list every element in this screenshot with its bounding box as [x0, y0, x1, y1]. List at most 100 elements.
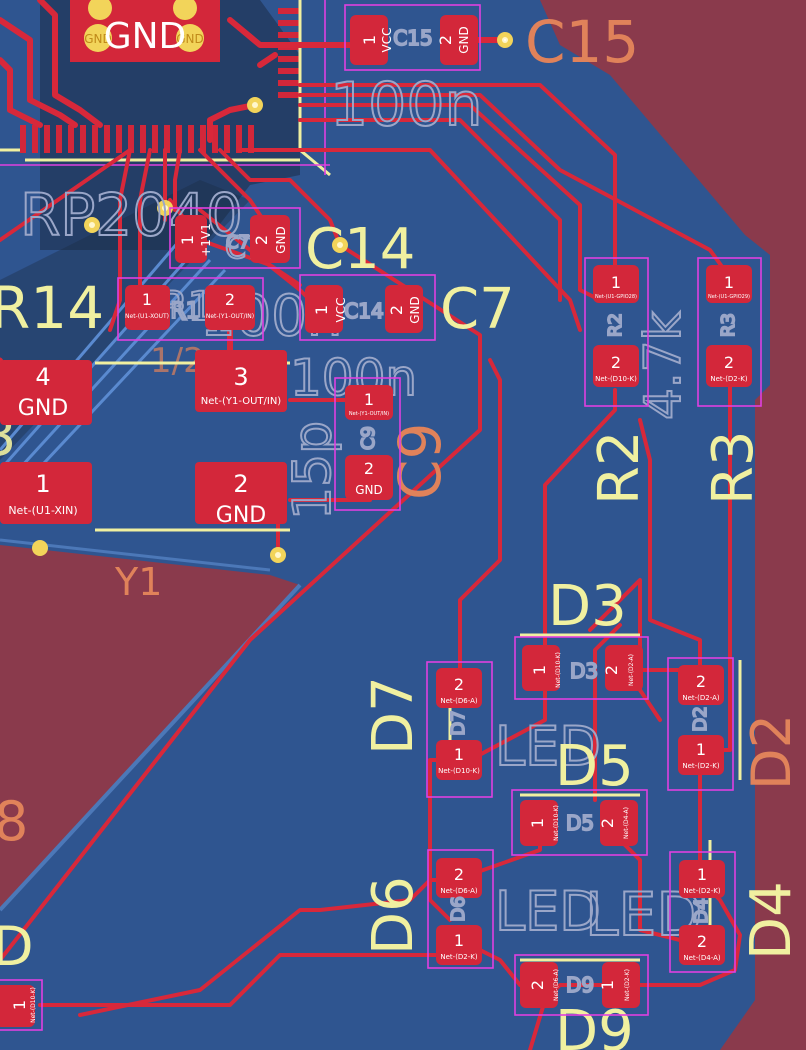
d3-ref-text: D3	[570, 659, 598, 683]
c15-pad2-net: GND	[457, 26, 471, 54]
d2-back-label: D2	[740, 714, 803, 790]
chip-silkscreen	[0, 0, 331, 177]
c9-ref-text: C9	[358, 426, 379, 450]
d5-pad2-num: 2	[598, 818, 617, 828]
r1-pad2-num: 2	[225, 290, 235, 309]
r3-label: R3	[701, 430, 766, 505]
d3-pad2-num: 2	[602, 665, 621, 675]
d3-pad1-num: 1	[530, 665, 549, 675]
gnd-big-pad: GND GND GND	[84, 0, 204, 57]
d6-pad2-net: Net-(D6-A)	[440, 887, 478, 895]
r3-footprint[interactable]: 1 Net-(U1-GPIO29) R3 2 Net-(D2-K)	[697, 257, 762, 407]
c14-pad1-net: +1V1	[199, 223, 213, 257]
c14-label: C14	[305, 217, 415, 282]
d5-pad1-net: Net-(D10-K)	[553, 805, 560, 841]
y1-pad4-net: GND	[18, 396, 68, 421]
r1-pad1-num: 1	[142, 290, 152, 309]
y1-back-label: Y1	[114, 560, 162, 604]
d7-label: D7	[361, 676, 426, 755]
c9-pad1-net: Net-(Y1-OUT/IN)	[349, 411, 389, 417]
r3-ref-text: R3	[718, 313, 739, 337]
chip-pins	[20, 8, 300, 153]
c9-back-label: C9	[386, 423, 454, 500]
d9-ref-text: D9	[566, 973, 594, 997]
d5-pad2-net: Net-(D4-A)	[623, 807, 630, 839]
d7-footprint[interactable]: 2 Net-(D6-A) D7 1 Net-(D10-K)	[426, 661, 493, 798]
c7-ref-text: C14	[344, 299, 383, 323]
d7-pad1-net: Net-(D10-K)	[438, 767, 480, 775]
d7-ref-text: D7	[448, 710, 469, 735]
d5-ref-text: D5	[566, 811, 594, 835]
d4-label: D4	[739, 881, 804, 960]
c15-pad1-num: 1	[360, 35, 379, 45]
d9-pad2-net: Net-(D6-A)	[553, 969, 560, 1001]
gnd-big-label: GND	[104, 16, 187, 57]
r3-pad2-net: Net-(D2-K)	[710, 375, 748, 383]
c9-footprint[interactable]: 1 Net-(Y1-OUT/IN) C9 2 GND	[334, 377, 401, 511]
d5-footprint[interactable]: 1 Net-(D10-K) D5 2 Net-(D4-A)	[511, 789, 648, 856]
c7-pad2-net: GND	[408, 296, 422, 324]
edge-pad-footprint[interactable]: 1 Net-(D10-K)	[0, 979, 43, 1031]
r2-label: R2	[587, 430, 652, 505]
c7-pad2-num: 2	[387, 305, 406, 315]
c15-back-label: C15	[525, 8, 639, 76]
d7-pad1-num: 1	[454, 745, 464, 764]
r3-pad1-num: 1	[724, 273, 734, 292]
y1-pad3-num: 3	[233, 363, 248, 391]
c14-pad2-net: GND	[274, 226, 288, 254]
c7-footprint[interactable]: 1 VCC C14 2 GND	[299, 274, 436, 341]
d6-label: D6	[361, 876, 426, 955]
d7-pad2-net: Net-(D6-A)	[440, 697, 478, 705]
r1-pad2-net: Net-(Y1-OUT/IN)	[206, 313, 254, 320]
d2-pad1-num: 1	[696, 740, 706, 759]
d2-footprint[interactable]: 2 Net-(D2-A) D2 1 Net-(D2-K)	[667, 657, 734, 791]
d9-footprint[interactable]: 2 Net-(D6-A) D9 1 Net-(D2-K)	[514, 954, 649, 1016]
r2-pad1-num: 1	[611, 273, 621, 292]
d7-pad2-num: 2	[454, 675, 464, 694]
r2-footprint[interactable]: 1 Net-(U1-GPIO28) R2 2 Net-(D10-K)	[584, 257, 649, 407]
c9-pad2-num: 2	[364, 459, 374, 478]
d6-pad2-num: 2	[454, 865, 464, 884]
r1-footprint[interactable]: 1 Net-(U1-XOUT) R1 2 Net-(Y1-OUT/IN)	[117, 277, 264, 341]
d4-footprint[interactable]: 1 Net-(D2-K) D4 2 Net-(D4-A)	[669, 851, 736, 973]
edge-8-label: 8	[0, 790, 28, 853]
r2-pad2-net: Net-(D10-K)	[595, 375, 637, 383]
edge-pad-num: 1	[10, 1000, 29, 1010]
d9-pad1-num: 1	[598, 980, 617, 990]
d3-pad1-net: Net-(D10-K)	[555, 652, 562, 688]
val47k-ghost: 4.7k	[634, 311, 692, 420]
d9-pad2-num: 2	[528, 980, 547, 990]
c14-pad2-num: 2	[252, 235, 271, 245]
y1-pad2-net: GND	[216, 503, 266, 528]
d3-footprint[interactable]: 1 Net-(D10-K) D3 2 Net-(D2-A)	[514, 636, 649, 700]
d4-pad1-num: 1	[697, 865, 707, 884]
y1-pad2-num: 2	[233, 470, 248, 498]
edge-d-label: D	[0, 915, 34, 978]
d4-pad1-net: Net-(D2-K)	[683, 887, 721, 895]
d9-pad1-net: Net-(D2-K)	[624, 969, 631, 1001]
c15-footprint[interactable]: 1 VCC 2 GND C15	[344, 4, 481, 71]
d2-pad1-net: Net-(D2-K)	[682, 762, 720, 770]
c14-footprint[interactable]: 1 +1V1 C7 2 GND	[169, 207, 301, 269]
c15-pad2-num: 2	[436, 35, 455, 45]
val15p-ghost: 15p	[283, 421, 343, 520]
r2-pad1-net: Net-(U1-GPIO28)	[595, 294, 637, 300]
y1-footprint[interactable]: 4 GND 3 Net-(Y1-OUT/IN) 1 Net-(U1-XIN) 2…	[0, 350, 287, 528]
d5-pad1-num: 1	[528, 818, 547, 828]
d2-pad2-net: Net-(D2-A)	[682, 694, 720, 702]
r1-pad1-net: Net-(U1-XOUT)	[125, 313, 169, 320]
c15-pad1-net: VCC	[380, 28, 394, 53]
r3-pad2-num: 2	[724, 353, 734, 372]
d6-pad1-num: 1	[454, 931, 464, 950]
val100n-top: 100n	[330, 70, 483, 140]
d6-footprint[interactable]: 2 Net-(D6-A) D6 1 Net-(D2-K)	[427, 849, 494, 969]
r2-pad2-num: 2	[611, 353, 621, 372]
d5-label: D5	[555, 734, 634, 799]
c7-pad1-net: VCC	[334, 298, 348, 323]
d2-pad2-num: 2	[696, 672, 706, 691]
r3-pad1-net: Net-(U1-GPIO29)	[708, 294, 750, 300]
d4-pad2-net: Net-(D4-A)	[683, 954, 721, 962]
c9-pad1-num: 1	[364, 390, 374, 409]
c7-label: C7	[440, 277, 515, 342]
